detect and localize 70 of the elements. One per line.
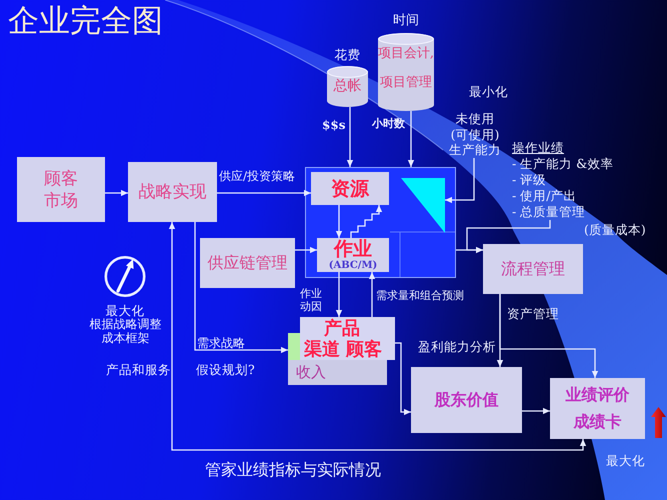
- edge-label: $$s: [322, 117, 346, 134]
- arrow: [466, 220, 551, 254]
- edge-label: 小时数: [372, 116, 405, 132]
- cylinder-heading: 时间: [393, 12, 419, 29]
- edge-label: 需求量和组合预测: [376, 288, 464, 304]
- annotation-text: 根据战略调整成本框架: [89, 317, 162, 345]
- triangle-shape: [401, 178, 445, 233]
- box-label: 成绩卡: [574, 412, 622, 432]
- slide-title: 企业完全图: [8, 2, 163, 41]
- box-label: 顾客: [346, 339, 382, 360]
- annotation-text: (质量成本): [584, 221, 646, 239]
- box-label: (ABC/M): [328, 260, 378, 271]
- list-heading: 操作业绩: [512, 140, 564, 156]
- list-item: - 总质量管理: [512, 204, 586, 220]
- arrow: [445, 158, 475, 204]
- annotation-text: 假设规划?: [196, 361, 255, 379]
- process-box: [128, 162, 217, 222]
- edge-label: 作业动因: [300, 287, 323, 313]
- note-text: 生产能力: [449, 142, 501, 158]
- note-text: (可使用): [450, 126, 500, 142]
- arrow: [217, 190, 311, 196]
- process-box: [411, 367, 522, 433]
- list-item: - 评级: [512, 172, 546, 188]
- edge-label: 需求战略: [197, 335, 245, 352]
- arrow: [395, 342, 411, 416]
- box-label: 资源: [331, 178, 369, 200]
- annotation-text: 最大化: [104, 302, 146, 318]
- cylinder-label: 项目会计,: [378, 45, 434, 62]
- arrow: [499, 294, 598, 378]
- box-label: 战略实现: [138, 181, 206, 203]
- box-label: 顾客市场: [42, 168, 79, 212]
- box-label: 作业: [334, 239, 372, 260]
- box-label: 收入: [296, 363, 326, 381]
- box-label: 流程管理: [501, 259, 565, 279]
- annotation-text: 产品和服务: [106, 361, 171, 379]
- edge-label: 管家业绩指标与实际情况: [205, 459, 381, 481]
- cylinder-heading: 花费: [334, 47, 360, 63]
- process-box: [483, 244, 583, 294]
- edge-label: 供应/投资策略: [219, 168, 296, 185]
- box-label: 股东价值: [434, 390, 498, 410]
- arrow: [350, 205, 382, 238]
- note-text: 未使用: [456, 111, 494, 126]
- arrow: [295, 246, 317, 254]
- box-label: 渠道: [304, 339, 340, 360]
- edge-label: 盈利能力分析: [418, 338, 496, 356]
- box-label: 业绩评价: [566, 384, 630, 405]
- process-box: [200, 238, 295, 288]
- cylinder-label: 总帐: [334, 77, 362, 95]
- cylinder-label: 项目管理: [380, 74, 432, 91]
- double-arrow: [168, 222, 586, 451]
- process-box: [311, 172, 389, 205]
- arrow: [194, 222, 288, 354]
- annotation-text: 最大化: [606, 452, 645, 470]
- box-label: 产品: [324, 318, 360, 339]
- arrow: [522, 408, 550, 414]
- arrow: [105, 190, 128, 196]
- arrow: [408, 111, 414, 167]
- process-box: [317, 238, 389, 272]
- arrow: [336, 205, 342, 238]
- arrow: [346, 107, 354, 167]
- group-panel: [305, 167, 456, 278]
- process-box: [17, 157, 105, 222]
- arrow: [336, 272, 342, 317]
- edge-label: 资产管理: [507, 305, 559, 323]
- arrow: [368, 272, 376, 317]
- list-item: - 生产能力 &效率: [512, 156, 614, 172]
- process-box: [550, 378, 645, 439]
- box-label: 供应链管理: [208, 253, 288, 273]
- annotation-text: 最小化: [469, 83, 508, 101]
- list-item: - 使用/产出: [512, 188, 576, 204]
